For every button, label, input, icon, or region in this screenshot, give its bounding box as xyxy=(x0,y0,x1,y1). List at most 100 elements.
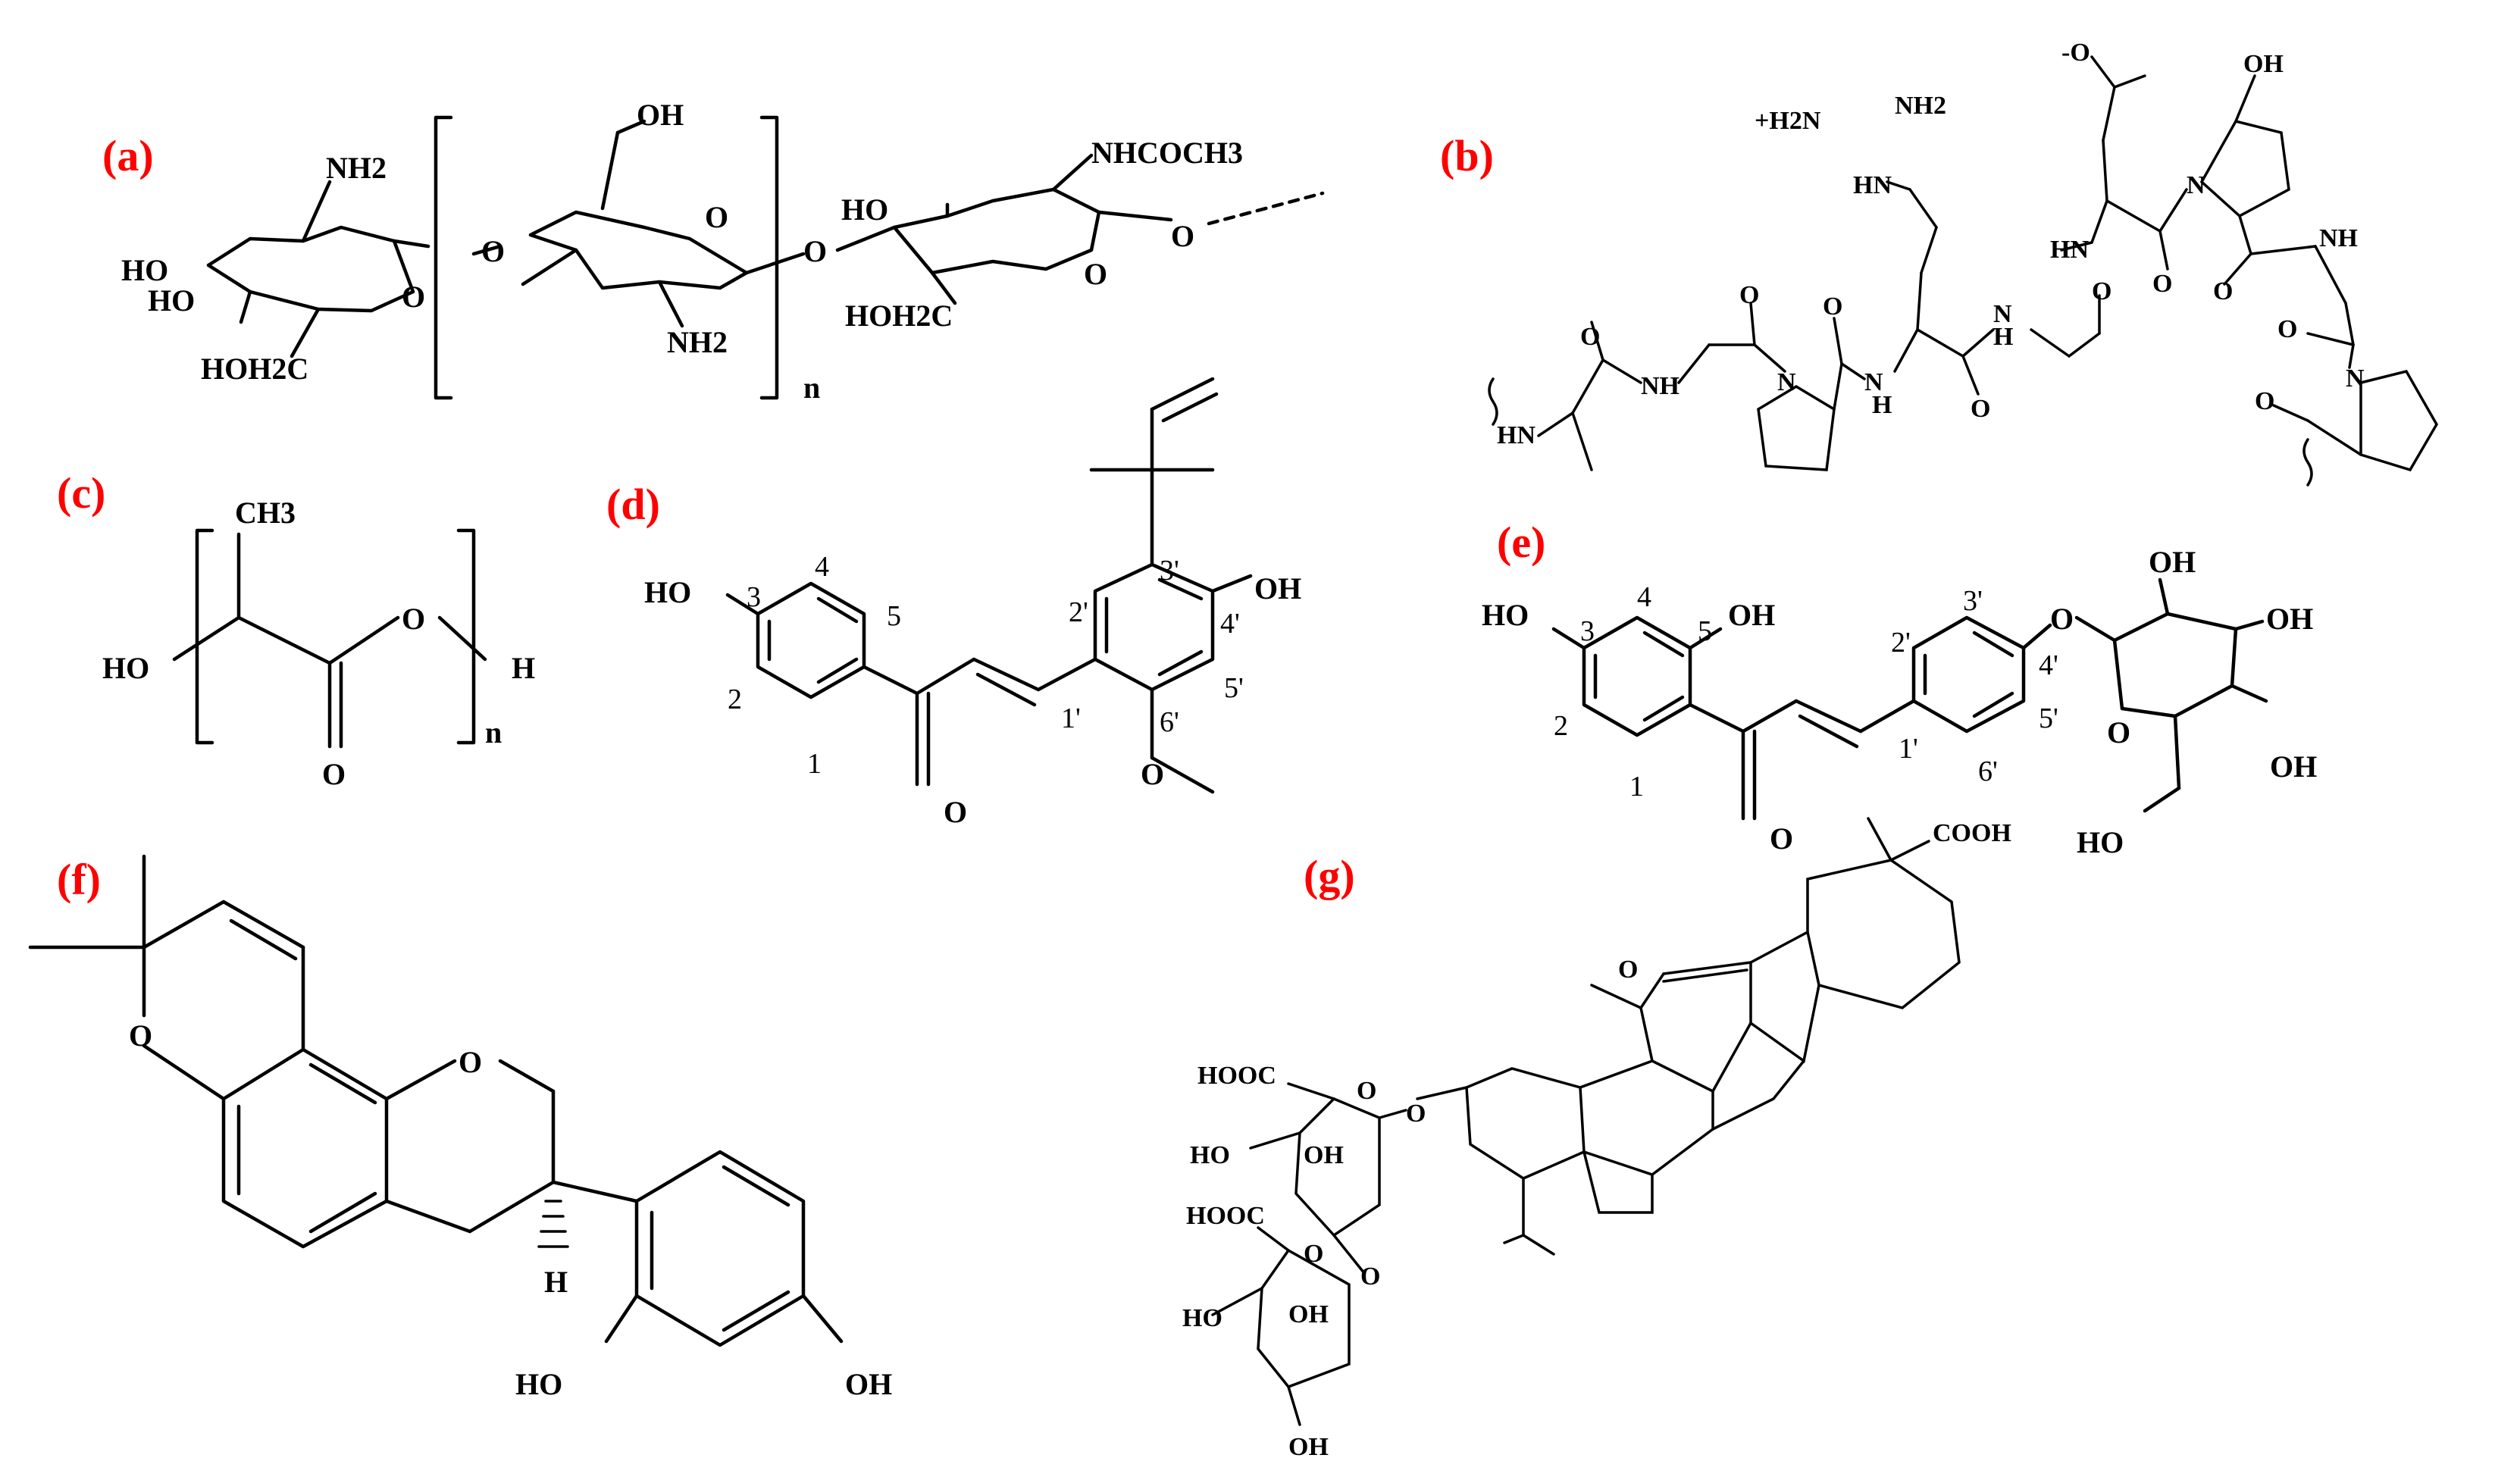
e-num-4: 4 xyxy=(1637,581,1651,613)
a-o-end: O xyxy=(1171,219,1194,253)
c-o-ester: O xyxy=(402,602,425,636)
a-o-link1: O xyxy=(481,234,505,268)
d-num-3p: 3' xyxy=(1160,555,1179,587)
a-ho-right: HO xyxy=(841,192,888,227)
a-o-ring-mid: O xyxy=(705,200,728,234)
f-ho-left: HO xyxy=(515,1367,562,1401)
f-o-chroman: O xyxy=(459,1045,482,1079)
g-o-glyc: O xyxy=(1406,1100,1426,1128)
d-oh-right: OH xyxy=(1254,571,1301,605)
d-num-6p: 6' xyxy=(1160,706,1179,738)
panel-b: (b) xyxy=(1440,39,2439,487)
b-o5: O xyxy=(2213,277,2233,305)
d-num-1p: 1' xyxy=(1061,702,1081,734)
g-hooc-2: HOOC xyxy=(1186,1202,1265,1230)
a-hoh2c-left: HOH2C xyxy=(201,352,308,386)
c-o-keto: O xyxy=(322,757,346,791)
b-o4: O xyxy=(2152,270,2172,298)
f-o-pyran: O xyxy=(129,1018,152,1053)
panel-c-label: (c) xyxy=(57,468,105,518)
b-n-hyp: N xyxy=(2187,171,2205,199)
panel-c-bonds xyxy=(172,528,487,749)
g-oh-1: OH xyxy=(1304,1141,1344,1169)
b-h1: H xyxy=(1872,391,1892,419)
b-n-h1: N xyxy=(1864,368,1883,396)
a-o-ring-left: O xyxy=(402,280,425,314)
a-ho-left2: HO xyxy=(148,283,195,318)
d-o-methoxy: O xyxy=(1141,757,1164,791)
e-num-2: 2 xyxy=(1554,710,1568,742)
panel-c: (c) CH3 HO O O H n xyxy=(57,468,535,791)
panel-e: (e) HO xyxy=(1482,518,2317,859)
b-o2: O xyxy=(1823,293,1842,321)
panel-b-label: (b) xyxy=(1440,131,1494,180)
f-hash-bond xyxy=(537,1200,569,1248)
d-o-keto: O xyxy=(944,795,967,829)
e-o-glyc: O xyxy=(2050,602,2074,636)
e-oh-right: OH xyxy=(2266,602,2313,636)
d-num-2p: 2' xyxy=(1069,596,1088,628)
e-num-6p: 6' xyxy=(1978,756,1998,787)
b-hn-guan: HN xyxy=(1853,171,1892,199)
c-subscript-n: n xyxy=(485,715,502,749)
b-o-carb: O xyxy=(1971,395,1990,423)
panel-a-bonds xyxy=(206,115,1325,400)
e-num-3: 3 xyxy=(1580,615,1595,647)
panel-g-bonds xyxy=(1211,817,1961,1426)
panel-d-label: (d) xyxy=(606,480,660,529)
b-o3: O xyxy=(2092,277,2111,305)
e-ho-ch2: HO xyxy=(2077,825,2124,859)
e-num-4p: 4' xyxy=(2039,649,2058,681)
panel-e-bonds xyxy=(1551,577,2268,821)
e-num-3p: 3' xyxy=(1963,585,1983,617)
panel-e-label: (e) xyxy=(1497,518,1545,567)
a-nh2-mid: NH2 xyxy=(667,325,728,359)
f-h-stereo: H xyxy=(544,1265,568,1299)
panel-g: (g) xyxy=(1182,817,2011,1461)
d-ho-left: HO xyxy=(644,575,691,609)
d-num-5p: 5' xyxy=(1224,672,1244,704)
b-n-h2: N xyxy=(1993,300,2012,328)
a-hoh2c-right: HOH2C xyxy=(845,299,953,333)
b-hn-mid: HN xyxy=(2050,236,2089,264)
b-h2: H xyxy=(1993,323,2013,351)
a-ho-left: HO xyxy=(121,253,168,287)
c-h-end: H xyxy=(512,651,535,685)
g-hooc-1: HOOC xyxy=(1197,1062,1276,1090)
e-ho-left: HO xyxy=(1482,598,1529,632)
b-o1: O xyxy=(1739,281,1759,309)
panel-d: (d) HO xyxy=(606,377,1301,829)
a-o-link2: O xyxy=(803,234,827,268)
g-o-link: O xyxy=(1360,1263,1380,1291)
c-ho: HO xyxy=(102,651,149,685)
g-o-ring2: O xyxy=(1304,1240,1323,1268)
b-nh1: NH xyxy=(1641,372,1679,400)
g-oh-2: OH xyxy=(1288,1300,1329,1328)
e-num-1p: 1' xyxy=(1899,733,1918,765)
b-h2n-guan: +H2N xyxy=(1755,107,1821,135)
b-hn-left: HN xyxy=(1497,421,1535,449)
panel-a: (a) NH2 xyxy=(102,98,1325,405)
a-nhcoch3: NHCOCH3 xyxy=(1091,136,1243,170)
g-o-ring1: O xyxy=(1357,1077,1376,1105)
a-nh2-left: NH2 xyxy=(326,151,387,185)
panel-f: (f) xyxy=(28,854,892,1401)
a-o-ring-right: O xyxy=(1084,257,1107,291)
e-num-5: 5 xyxy=(1698,615,1712,647)
g-o-keto: O xyxy=(1618,956,1638,984)
b-nh2-guan: NH2 xyxy=(1895,92,1946,120)
d-num-4: 4 xyxy=(815,551,829,583)
g-ho-1: HO xyxy=(1190,1141,1230,1169)
g-ho-2: HO xyxy=(1182,1304,1222,1332)
d-num-2: 2 xyxy=(728,684,742,715)
e-oh-top: OH xyxy=(2149,545,2196,579)
b-o7: O xyxy=(2255,387,2274,415)
e-num-1: 1 xyxy=(1629,771,1644,803)
e-o-ring: O xyxy=(2107,715,2130,749)
b-n-pro1: N xyxy=(1777,368,1796,396)
g-oh-bottom: OH xyxy=(1288,1433,1329,1461)
d-num-4p: 4' xyxy=(1220,608,1240,640)
c-ch3: CH3 xyxy=(235,496,296,530)
d-num-3: 3 xyxy=(747,581,761,613)
e-oh-5: OH xyxy=(1728,598,1775,632)
